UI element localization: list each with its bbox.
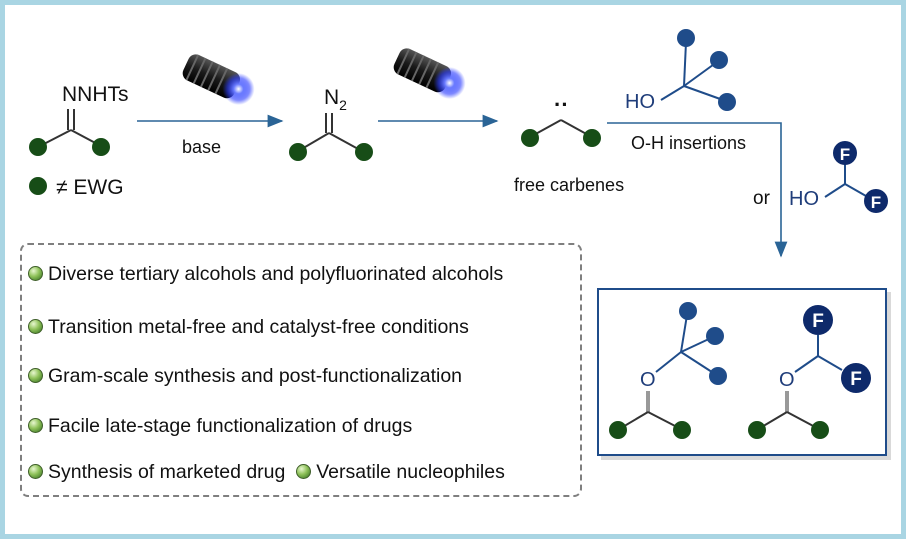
hydrazone-substrate: NNHTs ≠ EWG [29,83,129,199]
blue-substituent [718,93,736,111]
flashlight-icon [393,48,466,99]
green-substituent [289,143,307,161]
hydrazone-group-label: NNHTs [62,83,129,106]
green-substituent [748,421,766,439]
free-carbenes-label: free carbenes [514,175,624,195]
green-substituent [583,129,601,147]
fluorine-label: F [840,145,850,164]
fluorine-atom [833,141,857,165]
green-substituent [811,421,829,439]
oh-insertions-label: O-H insertions [631,133,746,153]
blue-substituent [709,367,727,385]
fluorine-atom [841,363,871,393]
bullet-icon [28,464,43,479]
green-legend-dot [29,177,47,195]
fluorine-label: F [850,369,862,390]
features-box [20,243,582,497]
feature-item: Transition metal-free and catalyst-free … [28,315,469,339]
tertiary-alcohol-reagent: HO [625,29,736,113]
reaction-arrow-3 [607,122,788,258]
fluorine-label: F [812,311,824,332]
fluorine-label: F [871,193,881,212]
green-substituent [92,138,110,156]
green-substituent [673,421,691,439]
fluorine-atom [803,305,833,335]
products-box: O O F F [597,288,887,456]
blue-substituent [706,327,724,345]
not-ewg-label: ≠ EWG [56,176,124,199]
bullet-icon [28,368,43,383]
bullet-icon [28,266,43,281]
svg-text:N2: N2 [324,86,347,113]
feature-item: Facile late-stage functionalization of d… [28,414,412,438]
oxygen-label-2: O [779,369,795,391]
bullet-icon [28,319,43,334]
green-substituent [355,143,373,161]
base-label: base [182,137,221,157]
carbene-lone-pair: ·· [554,92,569,117]
feature-item: Diverse tertiary alcohols and polyfluori… [28,262,503,286]
blue-substituent [679,302,697,320]
flashlight-icon [182,54,255,105]
blue-substituent [677,29,695,47]
free-carbene: ·· free carbenes [514,92,624,195]
feature-item: Gram-scale synthesis and post-functional… [28,364,462,388]
diazo-intermediate: N2 [289,86,373,161]
diazo-subscript: 2 [339,97,347,113]
ether-product-2: O F F [748,305,871,439]
fluorine-atom [864,189,888,213]
bullet-icon [28,418,43,433]
oxygen-label: O [640,369,656,391]
fluoroalcohol-reagent: HO F F [789,141,888,213]
products-canvas: O O F F [609,302,871,439]
ho-label-2: HO [789,188,819,210]
bullet-icon [296,464,312,479]
green-substituent [609,421,627,439]
or-label: or [753,188,771,209]
green-substituent [29,138,47,156]
ether-product-1: O [609,302,727,439]
feature-item: Synthesis of marketed drug Versatile nuc… [28,460,505,484]
diazo-n-label: N [324,86,339,109]
green-substituent [521,129,539,147]
ho-label: HO [625,91,655,113]
blue-substituent [710,51,728,69]
